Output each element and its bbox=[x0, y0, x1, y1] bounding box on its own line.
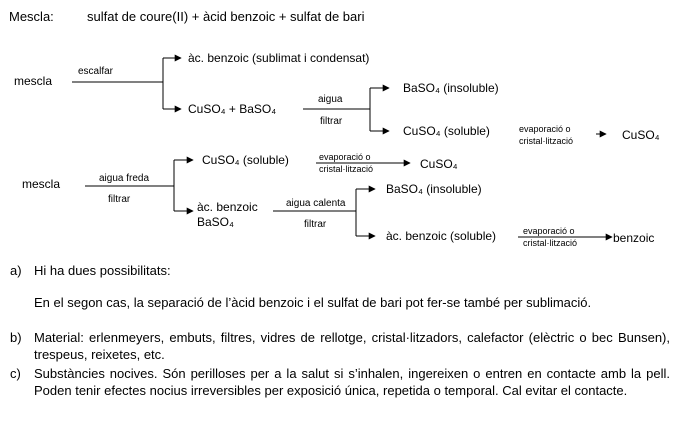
d2-crystallization2: cristal·lització bbox=[523, 238, 578, 248]
d2-residue-line2: BaSO₄ bbox=[197, 215, 234, 229]
d1-step-filter: filtrar bbox=[320, 116, 343, 127]
answer-a: a) Hi ha dues possibilitats: bbox=[10, 262, 670, 279]
d2-soluble: CuSO₄ (soluble) bbox=[202, 153, 289, 167]
separation-diagram bbox=[72, 54, 613, 241]
answer-b-label: b) bbox=[10, 330, 22, 345]
answer-c-text: Substàncies nocives. Són perilloses per … bbox=[34, 366, 670, 398]
answer-b-text: Material: erlenmeyers, embuts, filtres, … bbox=[34, 330, 670, 362]
d2-evaporation: evaporació o bbox=[319, 152, 371, 162]
d1-step-water: aigua bbox=[318, 94, 343, 105]
answer-b: b) Material: erlenmeyers, embuts, filtre… bbox=[10, 329, 670, 363]
d1-crystallization: cristal·lització bbox=[519, 136, 574, 146]
d1-residue: CuSO₄ + BaSO₄ bbox=[188, 102, 277, 116]
mixture-components: sulfat de coure(II) + àcid benzoic + sul… bbox=[87, 9, 365, 24]
d2-residue-line1: àc. benzoic bbox=[197, 200, 258, 214]
d2-step-cold-water: aigua freda bbox=[99, 173, 150, 184]
answer-a-label: a) bbox=[10, 263, 22, 278]
d2-insoluble: BaSO₄ (insoluble) bbox=[386, 182, 482, 196]
d2-step-filter2: filtrar bbox=[304, 219, 327, 230]
answer-c: c) Substàncies nocives. Són perilloses p… bbox=[10, 365, 670, 416]
d1-start: mescla bbox=[14, 74, 53, 88]
d1-soluble: CuSO₄ (soluble) bbox=[403, 124, 490, 138]
d2-soluble2: àc. benzoic (soluble) bbox=[386, 229, 497, 243]
d1-insoluble: BaSO₄ (insoluble) bbox=[403, 81, 499, 95]
d2-crystallization: cristal·lització bbox=[319, 164, 374, 174]
d2-start: mescla bbox=[22, 177, 61, 191]
d2-step-hot-water: aigua calenta bbox=[286, 198, 346, 209]
d2-step-filter: filtrar bbox=[108, 194, 131, 205]
d1-product: CuSO₄ bbox=[622, 128, 660, 142]
d2-evaporation2: evaporació o bbox=[523, 226, 575, 236]
d2-product1: CuSO₄ bbox=[420, 157, 458, 171]
d2-product2: benzoic bbox=[613, 231, 655, 245]
d1-step-heat: escalfar bbox=[78, 66, 114, 77]
d1-sublimate: àc. benzoic (sublimat i condensat) bbox=[188, 51, 370, 65]
d1-evaporation: evaporació o bbox=[519, 124, 571, 134]
answer-c-label: c) bbox=[10, 366, 21, 381]
mixture-label: Mescla: bbox=[9, 9, 54, 24]
answer-a-note: En el segon cas, la separació de l’àcid … bbox=[34, 295, 592, 310]
answer-a-text: Hi ha dues possibilitats: bbox=[34, 263, 171, 278]
